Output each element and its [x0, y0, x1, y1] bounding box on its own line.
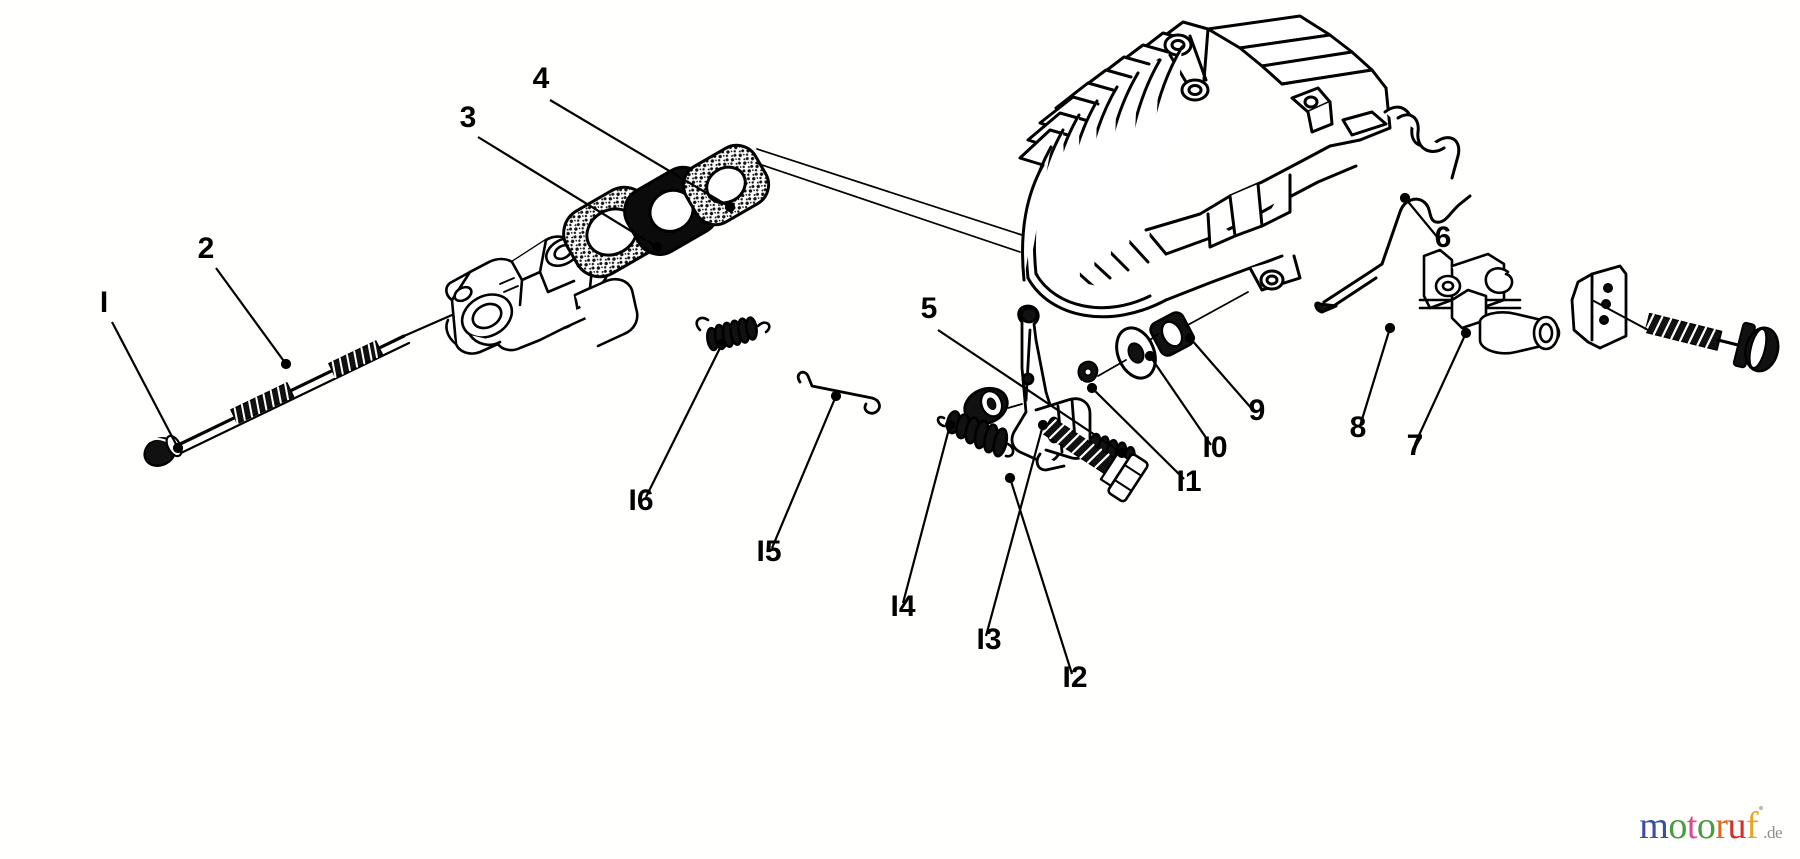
watermark-letter-2: t	[1686, 805, 1698, 847]
callout-number-8: 8	[1350, 411, 1367, 444]
watermark-letter-3: o	[1696, 805, 1716, 847]
watermark-letter-0: m	[1639, 805, 1669, 847]
leader-line-15	[770, 395, 838, 549]
part-spacer-bushing	[1149, 291, 1249, 357]
leader-endpoint-6	[1399, 192, 1411, 204]
callout-leader-lines	[111, 99, 1472, 675]
callout-number-12: I2	[1062, 661, 1087, 694]
callout-number-2: 2	[198, 232, 215, 265]
leader-line-2	[215, 267, 287, 365]
part-screw	[1591, 299, 1780, 373]
leader-endpoint-12	[1004, 472, 1016, 484]
leader-endpoint-10	[1144, 350, 1156, 362]
callout-number-11: I1	[1176, 465, 1201, 498]
watermark-dot	[1759, 806, 1764, 811]
callout-number-5: 5	[921, 292, 938, 325]
leader-endpoint-9	[1184, 332, 1196, 344]
leader-endpoint-16	[716, 338, 728, 350]
leader-line-5	[937, 329, 1123, 454]
part-engine-cylinder	[1018, 14, 1461, 319]
watermark-letter-6: f	[1746, 805, 1759, 847]
carburetor-flange	[573, 277, 639, 348]
leader-endpoint-2	[280, 358, 292, 370]
leader-endpoint-5	[1116, 447, 1128, 459]
callout-number-14: I4	[890, 590, 915, 623]
callout-number-6: 6	[1435, 221, 1452, 254]
leader-endpoint-13	[1037, 419, 1049, 431]
part-extension-spring	[695, 316, 771, 352]
callout-number-3: 3	[460, 101, 477, 134]
leader-endpoint-3	[651, 241, 663, 253]
callout-number-4: 4	[533, 62, 550, 95]
watermark-letter-4: r	[1715, 805, 1728, 847]
callout-number-16: I6	[628, 484, 653, 517]
leader-endpoint-8	[1384, 322, 1396, 334]
part-bracket	[1570, 264, 1628, 350]
part-wire-link-long	[796, 370, 881, 415]
watermark-letter-1: o	[1668, 805, 1687, 847]
part-washer	[1115, 326, 1159, 380]
callout-number-15: I5	[756, 535, 781, 568]
part-e-clip	[1077, 359, 1127, 383]
part-governor-housing	[1418, 248, 1561, 355]
leader-line-12	[1008, 477, 1074, 675]
leader-line-16	[645, 343, 723, 498]
callout-number-10: I0	[1202, 431, 1227, 464]
watermark-letter-5: u	[1727, 805, 1747, 847]
leader-line-14	[901, 424, 952, 604]
leader-line-13	[984, 424, 1045, 637]
callout-number-9: 9	[1249, 394, 1266, 427]
leader-endpoint-15	[830, 390, 842, 402]
leader-line-9	[1189, 337, 1253, 410]
part-governor-spring	[936, 410, 1015, 458]
leader-line-6	[1404, 197, 1439, 239]
leader-endpoint-14	[944, 419, 956, 431]
leader-line-1	[111, 321, 179, 449]
leader-endpoint-1	[172, 442, 184, 454]
part-gasket-outer	[681, 143, 771, 227]
leader-line-4	[549, 99, 731, 208]
leader-endpoint-4	[724, 201, 736, 213]
motoruf-watermark: motoruf.de	[1639, 805, 1782, 847]
leader-line-7	[1414, 332, 1467, 445]
part-throttle-rod	[174, 313, 454, 455]
leader-endpoint-11	[1086, 382, 1098, 394]
leader-endpoint-7	[1460, 327, 1472, 339]
callout-number-1: I	[100, 286, 108, 319]
leader-line-8	[1358, 327, 1392, 427]
watermark-letters: motoruf	[1639, 805, 1758, 847]
watermark-suffix: .de	[1763, 823, 1782, 842]
callout-number-7: 7	[1407, 429, 1424, 462]
leader-line-11	[1091, 387, 1185, 480]
callout-number-13: I3	[976, 623, 1001, 656]
leader-line-10	[1149, 355, 1212, 446]
leader-line-3	[477, 136, 658, 248]
